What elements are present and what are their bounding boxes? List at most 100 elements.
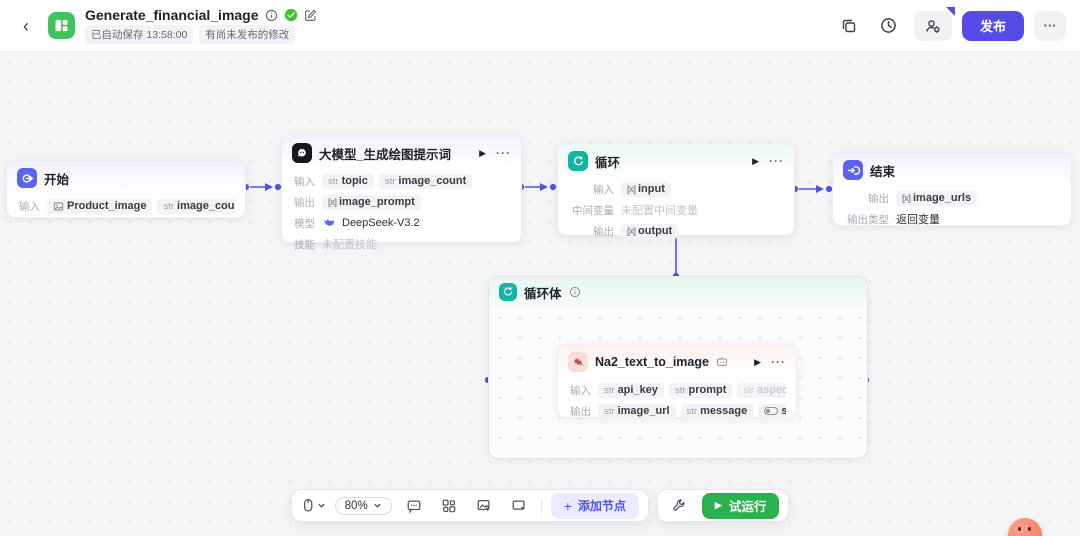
output-label: 输出 — [570, 405, 591, 418]
variable-tag[interactable]: str topic — [322, 173, 374, 189]
output-type-label: 输出类型 — [847, 213, 889, 226]
output-label: 输出 — [294, 196, 315, 209]
input-label: 输入 — [593, 183, 614, 196]
variable-tag[interactable]: str image_url — [598, 403, 676, 419]
na2-node-icon — [568, 352, 588, 372]
unpublished-badge: 有尚未发布的修改 — [199, 25, 296, 44]
llm-node-title: 大模型_生成绘图提示词 — [319, 147, 451, 162]
variable-tag[interactable]: success — [758, 403, 786, 419]
add-node-button[interactable]: + 添加节点 — [550, 492, 639, 519]
loop-body-container[interactable]: 循环体 Na2_text_to_i — [488, 276, 868, 459]
info-icon[interactable] — [569, 286, 581, 298]
variable-tag[interactable]: str api_key — [598, 382, 664, 398]
plus-icon: + — [563, 497, 572, 514]
intermediate-vars-label: 中间变量 — [572, 204, 614, 217]
run-node-icon[interactable]: ▶ — [479, 147, 486, 158]
node-more-icon[interactable]: ··· — [771, 355, 786, 369]
loop-body-icon — [499, 283, 517, 301]
status-badges: 已自动保存 13:58:00 有尚未发布的修改 — [85, 25, 317, 44]
variable-tag[interactable]: str prompt — [668, 382, 733, 398]
edit-title-icon[interactable] — [304, 9, 317, 22]
play-icon: ▶ — [714, 500, 722, 510]
chevron-down-icon — [317, 503, 325, 508]
variable-tag[interactable]: str image_count — [157, 198, 235, 214]
wrench-icon[interactable] — [667, 493, 693, 519]
variable-tag[interactable]: [x] image_urls — [896, 190, 978, 206]
assistant-mascot-button[interactable] — [1008, 518, 1042, 536]
top-bar-right: 发布 ··· — [834, 6, 1066, 41]
input-label: 输入 — [19, 200, 40, 213]
end-node-title: 结束 — [870, 164, 896, 179]
node-more-icon[interactable]: ··· — [496, 146, 511, 160]
plugin-icon — [716, 357, 727, 366]
array-type-icon: [x] — [627, 226, 636, 236]
end-node[interactable]: 结束 输出 [x] image_urls 输出类型 返回变量 — [832, 152, 1072, 226]
loop-body-header: 循环体 — [489, 277, 867, 307]
run-node-icon[interactable]: ▶ — [752, 155, 759, 166]
image-tool-icon[interactable] — [471, 493, 497, 519]
frame-tool-icon[interactable] — [506, 493, 532, 519]
input-label: 输入 — [570, 384, 591, 397]
test-run-button[interactable]: ▶ 试运行 — [701, 492, 780, 519]
loop-body-title: 循环体 — [524, 286, 562, 301]
llm-node[interactable]: 大模型_生成绘图提示词 ▶ ··· 输入 str topic str — [281, 135, 522, 251]
publish-button[interactable]: 发布 — [961, 10, 1024, 41]
auto-layout-icon[interactable] — [436, 493, 462, 519]
workflow-title: Generate_financial_image — [85, 7, 259, 23]
mouse-icon — [303, 499, 313, 512]
loop-node[interactable]: 循环 ▶ ··· 输入 [x] input 中间变量 未配置中间变量 — [557, 143, 795, 239]
bottom-toolbar: 80% — [0, 489, 1080, 522]
node-more-icon[interactable]: ··· — [769, 154, 784, 168]
variable-tag-truncated[interactable]: str aspectRatio — [737, 382, 786, 398]
saved-check-icon — [284, 8, 298, 22]
start-node[interactable]: 开始 输入 Product_image str im — [6, 160, 246, 218]
info-icon[interactable] — [265, 9, 278, 22]
model-value: DeepSeek-V3.2 — [342, 217, 420, 229]
skill-label: 技能 — [294, 238, 315, 251]
title-block: Generate_financial_image — [85, 7, 317, 44]
chevron-down-icon — [374, 503, 381, 508]
output-label: 输出 — [868, 192, 889, 205]
variable-tag[interactable]: Product_image — [47, 198, 153, 214]
collaboration-button[interactable] — [913, 6, 955, 41]
output-label: 输出 — [593, 225, 614, 238]
variable-tag[interactable]: [x] output — [621, 223, 679, 239]
llm-node-icon — [292, 143, 312, 163]
intermediate-vars-value: 未配置中间变量 — [621, 205, 698, 217]
array-type-icon: [x] — [627, 184, 636, 194]
duplicate-icon[interactable] — [834, 11, 864, 41]
autosave-badge: 已自动保存 13:58:00 — [85, 25, 194, 44]
end-node-icon — [843, 160, 863, 180]
array-type-icon: [x] — [328, 197, 337, 207]
history-icon[interactable] — [874, 11, 904, 41]
variable-tag[interactable]: str image_count — [378, 173, 473, 189]
run-tools-group: ▶ 试运行 — [656, 489, 790, 522]
image-type-icon — [53, 201, 64, 211]
start-node-title: 开始 — [44, 172, 70, 187]
top-bar-left: ‹ Generate_financial_image — [14, 7, 317, 44]
variable-tag[interactable]: str message — [680, 403, 754, 419]
output-type-value: 返回变量 — [896, 214, 940, 226]
run-node-icon[interactable]: ▶ — [754, 356, 761, 367]
na2-node-title: Na2_text_to_image — [595, 355, 709, 369]
array-type-icon: [x] — [902, 193, 911, 203]
workflow-canvas[interactable]: 开始 输入 Product_image str im — [0, 52, 1080, 536]
variable-tag[interactable]: [x] image_prompt — [322, 194, 421, 210]
comment-tool-icon[interactable] — [401, 493, 427, 519]
variable-tag[interactable]: [x] input — [621, 181, 671, 197]
na2-text-to-image-node[interactable]: Na2_text_to_image ▶ ··· 输入 str — [557, 344, 797, 419]
deepseek-icon — [324, 218, 335, 226]
collaboration-badge — [945, 6, 955, 16]
loop-node-icon — [568, 151, 588, 171]
topbar-more-button[interactable]: ··· — [1034, 10, 1066, 41]
cursor-mode-dropdown[interactable] — [301, 498, 326, 513]
toolbar-divider — [540, 497, 542, 514]
zoom-level-dropdown[interactable]: 80% — [334, 496, 392, 515]
loop-node-title: 循环 — [595, 155, 621, 170]
workflow-app-icon — [48, 12, 75, 39]
top-bar: ‹ Generate_financial_image — [0, 0, 1080, 52]
canvas-tools-group: 80% — [290, 489, 649, 522]
boolean-type-icon — [764, 407, 779, 415]
back-button[interactable]: ‹ — [14, 14, 38, 38]
